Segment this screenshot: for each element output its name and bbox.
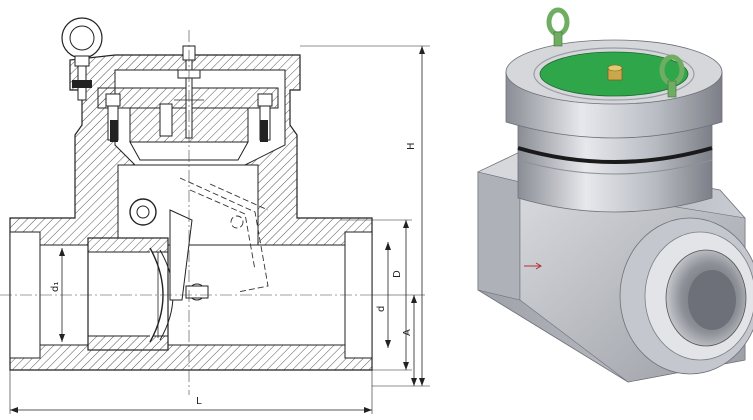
lifting-eye-bolt-icon: [546, 7, 570, 47]
label-h: H: [406, 142, 417, 150]
section-drawing: L H D d A d₁: [0, 17, 430, 414]
label-l: L: [196, 396, 202, 407]
label-d1: d₁: [50, 282, 61, 292]
lifting-eye-bolt-icon: [61, 17, 103, 101]
socket-end-port: [619, 217, 753, 375]
lifting-eye-bolt-icon: [659, 54, 685, 98]
cover-bolts: [105, 93, 273, 142]
disc-open-position: [179, 177, 269, 293]
label-d-inner: d: [376, 306, 387, 312]
label-d-outer: D: [392, 270, 403, 278]
center-nut: [607, 64, 623, 81]
label-a: A: [402, 329, 413, 336]
valve-3d-render: [477, 7, 753, 383]
